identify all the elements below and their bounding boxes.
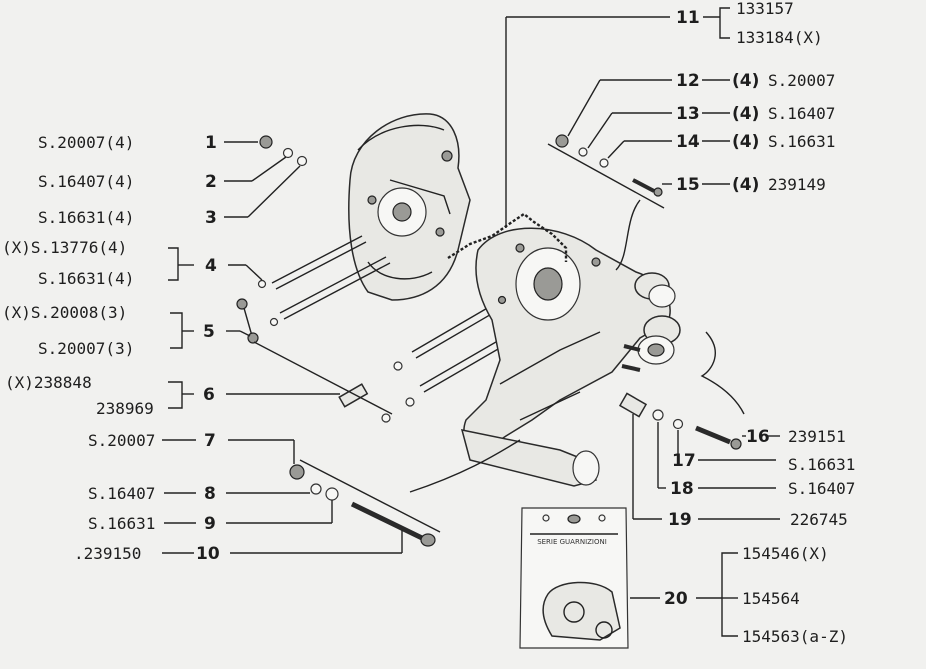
callout-11-code-a: 133157	[736, 0, 794, 18]
callout-3-code: S.16631(4)	[38, 208, 134, 227]
crankcase-gasket	[447, 212, 568, 262]
callout-11-code-b: 133184(X)	[736, 28, 823, 47]
callout-11-number: 11	[676, 8, 700, 28]
gasket-kit-package	[519, 507, 629, 649]
callout-15-number: 15	[676, 175, 700, 195]
hardware-pieces	[236, 134, 742, 547]
right-crankcase-half	[460, 227, 671, 487]
callout-4-code-b: S.16631(4)	[38, 269, 134, 288]
callout-15-qty: (4)	[732, 175, 759, 195]
callout-13-number: 13	[676, 104, 700, 124]
callout-10-code: .239150	[74, 544, 141, 563]
callout-18-code: S.16407	[788, 479, 855, 498]
callout-7-code: S.20007	[88, 431, 155, 450]
callout-8-number: 8	[204, 484, 216, 504]
callout-6-number: 6	[203, 385, 215, 405]
callout-6-code-a: (X)238848	[5, 373, 92, 392]
callout-13-code: S.16407	[768, 104, 835, 123]
callout-2-code: S.16407(4)	[38, 172, 134, 191]
callout-14-qty: (4)	[732, 132, 759, 152]
callout-14-code: S.16631	[768, 132, 835, 151]
left-crankcase-half	[348, 113, 471, 301]
callout-20-number: 20	[664, 589, 688, 609]
callout-12-qty: (4)	[732, 71, 759, 91]
callout-5-code-a: (X)S.20008(3)	[2, 303, 127, 322]
callout-3-number: 3	[205, 208, 217, 228]
callout-5-number: 5	[203, 322, 215, 342]
callout-17-number: 17	[672, 451, 696, 471]
callout-20-code-a: 154546(X)	[742, 544, 829, 563]
silent-block-lower	[637, 315, 681, 365]
callout-16-code: 239151	[788, 427, 846, 446]
callout-17-code: S.16631	[788, 455, 855, 474]
callout-15-code: 239149	[768, 175, 826, 194]
callout-7-number: 7	[204, 431, 216, 451]
leader-lines	[162, 7, 780, 637]
callout-1-code: S.20007(4)	[38, 133, 134, 152]
callout-16-number: 16	[746, 427, 770, 447]
callout-18-number: 18	[670, 479, 694, 499]
callout-20-code-b: 154564	[742, 589, 800, 608]
callout-13-qty: (4)	[732, 104, 759, 124]
callout-20-code-c: 154563(a-Z)	[742, 627, 848, 646]
callout-5-code-b: S.20007(3)	[38, 339, 134, 358]
callout-9-code: S.16631	[88, 514, 155, 533]
callout-4-code-a: (X)S.13776(4)	[2, 238, 127, 257]
callout-12-number: 12	[676, 71, 700, 91]
callout-8-code: S.16407	[88, 484, 155, 503]
callout-12-code: S.20007	[768, 71, 835, 90]
callout-10-number: 10	[196, 544, 220, 564]
gasket-kit-label: SERIE GUARNIZIONI	[537, 538, 607, 546]
callout-9-number: 9	[204, 514, 216, 534]
callout-2-number: 2	[205, 172, 217, 192]
callout-19-code: 226745	[790, 510, 848, 529]
callout-6-code-b: 238969	[96, 399, 154, 418]
callout-4-number: 4	[205, 256, 217, 276]
silent-block-upper	[634, 272, 676, 308]
callout-14-number: 14	[676, 132, 700, 152]
callout-19-number: 19	[668, 510, 692, 530]
callout-1-number: 1	[205, 133, 217, 153]
